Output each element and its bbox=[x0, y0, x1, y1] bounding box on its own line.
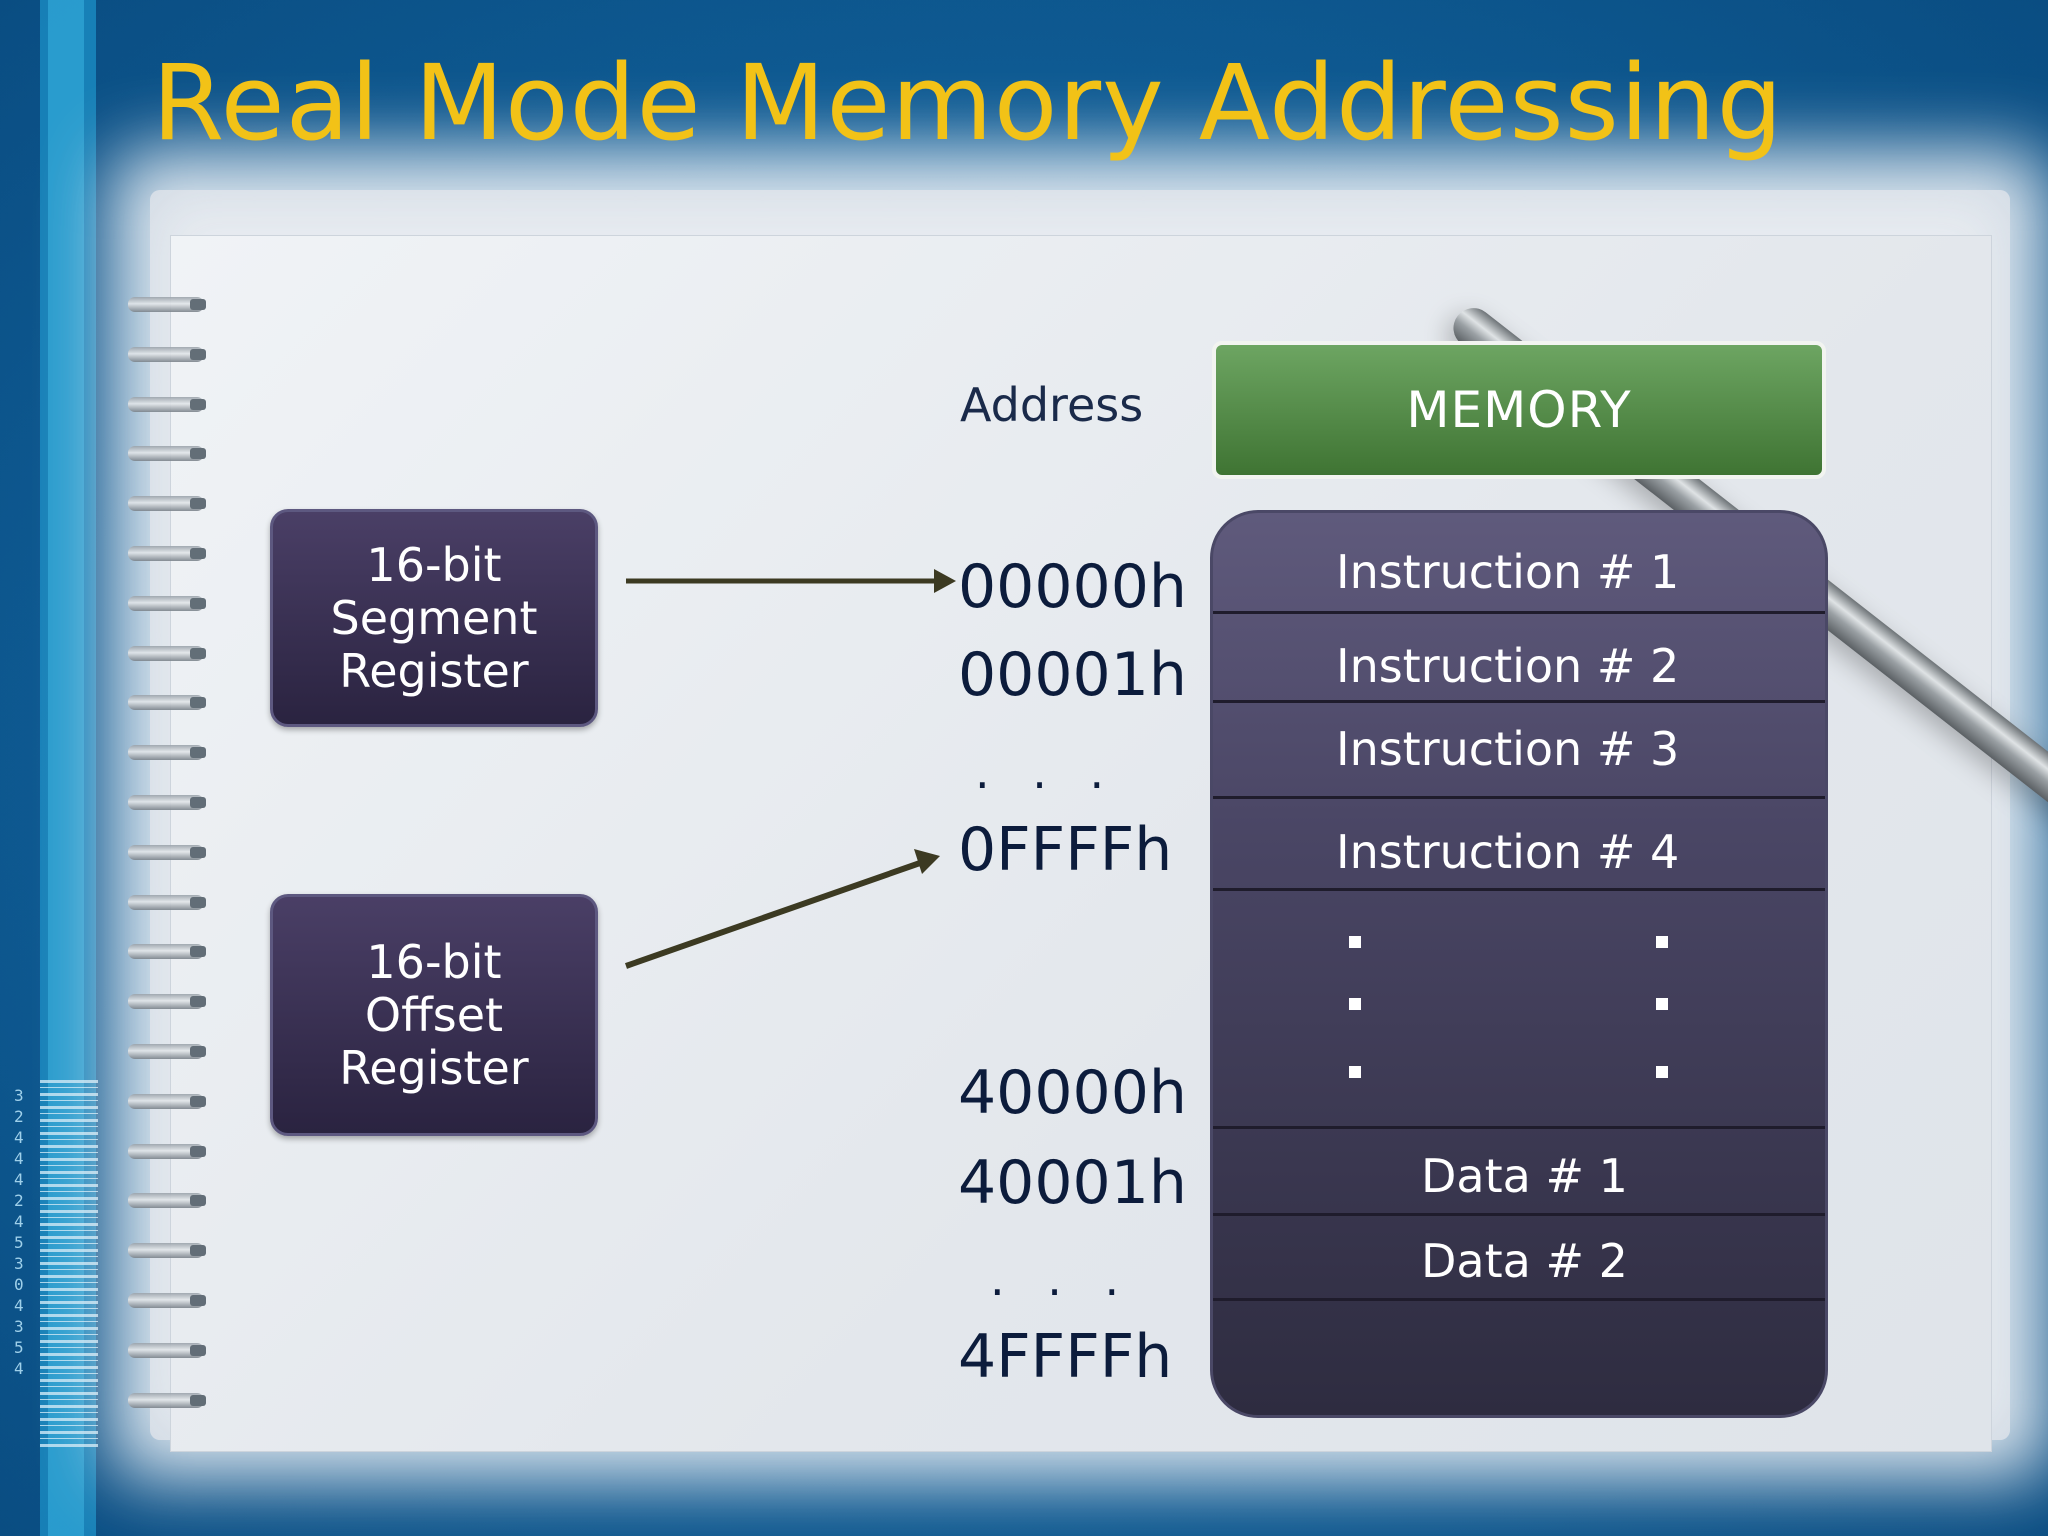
memory-instruction-3: Instruction # 3 bbox=[1336, 722, 1680, 776]
memory-divider bbox=[1213, 1213, 1825, 1216]
offset-register-box: 16-bit Offset Register bbox=[270, 894, 598, 1136]
spiral-ring bbox=[128, 695, 206, 711]
spiral-ring bbox=[128, 1392, 206, 1408]
vertical-dot bbox=[1349, 1066, 1361, 1078]
spiral-ring bbox=[128, 1143, 206, 1159]
spiral-ring bbox=[128, 595, 206, 611]
memory-instruction-1: Instruction # 1 bbox=[1336, 545, 1680, 599]
memory-divider bbox=[1213, 611, 1825, 614]
address-column-header: Address bbox=[960, 378, 1144, 432]
spiral-ring bbox=[128, 546, 206, 561]
spiral-ring bbox=[128, 1342, 206, 1358]
barcode-digits: 3244424530435 4 bbox=[14, 1086, 24, 1378]
vertical-dot bbox=[1349, 998, 1361, 1010]
memory-block: Instruction # 1 Instruction # 2 Instruct… bbox=[1210, 510, 1828, 1418]
offset-register-line-2: Offset bbox=[364, 987, 504, 1042]
memory-divider bbox=[1213, 888, 1825, 891]
segment-register-box: 16-bit Segment Register bbox=[270, 509, 598, 727]
address-00000h: 00000h bbox=[958, 552, 1187, 622]
segment-register-line-2: Segment bbox=[330, 590, 538, 645]
spiral-ring bbox=[128, 1093, 206, 1109]
address-0ffffh: 0FFFFh bbox=[958, 815, 1173, 885]
offset-register-line-1: 16-bit bbox=[366, 934, 502, 989]
vertical-dot bbox=[1656, 936, 1668, 948]
spiral-ring bbox=[128, 1193, 206, 1209]
spiral-ring bbox=[128, 297, 206, 312]
memory-divider bbox=[1213, 700, 1825, 703]
vertical-dot bbox=[1349, 936, 1361, 948]
address-40001h: 40001h bbox=[958, 1148, 1187, 1218]
memory-data-1: Data # 1 bbox=[1421, 1149, 1628, 1203]
memory-divider bbox=[1213, 1298, 1825, 1301]
spiral-ring bbox=[128, 1293, 206, 1308]
address-ellipsis-2: . . . bbox=[990, 1252, 1134, 1306]
memory-header: MEMORY bbox=[1212, 341, 1826, 479]
memory-divider bbox=[1213, 796, 1825, 799]
spiral-ring bbox=[128, 1044, 206, 1059]
memory-instruction-2: Instruction # 2 bbox=[1336, 639, 1680, 693]
segment-arrow bbox=[626, 569, 956, 593]
spiral-ring bbox=[128, 795, 206, 810]
spiral-ring bbox=[128, 994, 206, 1010]
spiral-ring bbox=[128, 396, 206, 412]
vertical-dot bbox=[1656, 998, 1668, 1010]
offset-register-line-3: Register bbox=[339, 1040, 529, 1095]
address-ellipsis-1: . . . bbox=[975, 745, 1119, 799]
spiral-ring bbox=[128, 745, 206, 761]
spiral-ring bbox=[128, 496, 206, 512]
memory-instruction-4: Instruction # 4 bbox=[1336, 825, 1680, 879]
spiral-ring bbox=[128, 944, 206, 960]
memory-divider bbox=[1213, 1126, 1825, 1129]
address-4ffffh: 4FFFFh bbox=[958, 1322, 1173, 1392]
spiral-ring bbox=[128, 346, 206, 362]
memory-data-2: Data # 2 bbox=[1421, 1234, 1628, 1288]
spiral-ring bbox=[128, 844, 206, 860]
segment-register-line-3: Register bbox=[339, 643, 529, 698]
segment-register-line-1: 16-bit bbox=[366, 537, 502, 592]
vertical-dot bbox=[1656, 1066, 1668, 1078]
address-40000h: 40000h bbox=[958, 1058, 1187, 1128]
offset-arrow bbox=[625, 849, 940, 969]
spiral-ring bbox=[128, 645, 206, 661]
slide-title: Real Mode Memory Addressing bbox=[152, 42, 1784, 164]
spiral-ring bbox=[128, 894, 206, 910]
spiral-ring bbox=[128, 446, 206, 462]
address-00001h: 00001h bbox=[958, 640, 1187, 710]
spiral-ring bbox=[128, 1243, 206, 1259]
barcode-graphic bbox=[40, 1080, 98, 1450]
